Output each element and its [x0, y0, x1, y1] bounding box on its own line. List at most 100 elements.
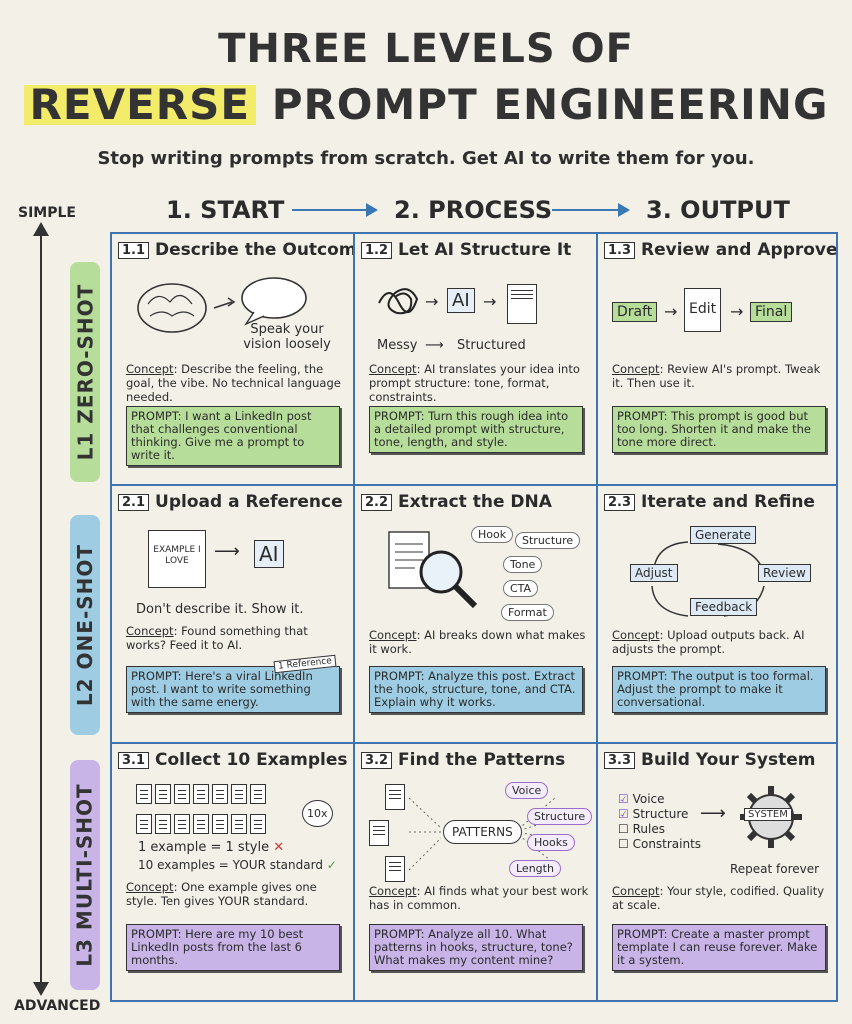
- axis-bottom-label: ADVANCED: [14, 998, 101, 1014]
- cell-1-1: 1.1 Describe the Outcome Speak your visio…: [112, 234, 353, 484]
- level-label: L3 MULTI-SHOT: [73, 783, 97, 967]
- arrow-right-icon: →: [664, 302, 678, 321]
- step-title: Upload a Reference: [155, 492, 343, 512]
- document-icon: [369, 820, 389, 846]
- tag: Structure: [527, 808, 593, 825]
- label-messy: Messy: [377, 338, 418, 353]
- arrow-right-icon: ⟶: [214, 541, 240, 562]
- cell-3-2: 3.2 Find the Patterns PATTERNS Voice Stru…: [355, 744, 596, 1000]
- draft-box: Draft: [612, 302, 658, 322]
- caption: Speak your vision loosely: [243, 322, 331, 352]
- scribble-icon: [378, 288, 419, 315]
- title-rest: PROMPT ENGINEERING: [271, 80, 829, 129]
- axis-top-label: SIMPLE: [18, 205, 76, 221]
- loop-step: Review: [758, 564, 811, 582]
- step-title: Let AI Structure It: [398, 240, 572, 260]
- matrix-grid: 1.1 Describe the Outcome Speak your visio…: [110, 232, 838, 1002]
- step-number: 2.3: [604, 493, 636, 511]
- patterns-node: PATTERNS: [443, 820, 522, 844]
- caption: Don't describe it. Show it.: [136, 602, 304, 617]
- prompt-box: PROMPT: Turn this rough idea into a deta…: [369, 406, 583, 453]
- check-icon: ✓: [326, 858, 337, 872]
- arrow-down-icon: [33, 982, 49, 996]
- prompt-box: PROMPT: This prompt is good but too long…: [612, 406, 826, 453]
- title-line-1: THREE LEVELS OF: [218, 26, 634, 72]
- concept-text: : AI breaks down what makes it work.: [369, 628, 586, 656]
- prompt-box: PROMPT: Analyze this post. Extract the h…: [369, 666, 583, 713]
- label-structured: Structured: [457, 338, 526, 353]
- line-one: 1 example = 1 style ✕: [138, 840, 285, 855]
- concept-key: Concept: [126, 624, 174, 638]
- level-label: L2 ONE-SHOT: [73, 543, 97, 707]
- concept-text: : AI finds what your best work has in co…: [369, 884, 589, 912]
- edit-box: Edit: [684, 288, 722, 332]
- checklist: ☑ Voice ☑ Structure ☐ Rules ☐ Constraint…: [618, 792, 702, 851]
- line-two: 10 examples = YOUR standard ✓: [138, 858, 337, 872]
- level-badge-l3: L3 MULTI-SHOT: [70, 760, 100, 990]
- step-title: Describe the Outcome: [155, 240, 353, 260]
- column-head-output: 3. OUTPUT: [646, 196, 790, 224]
- vertical-axis: [40, 228, 42, 988]
- cell-3-3: 3.3 Build Your System ☑ Voice ☑ Structure…: [598, 744, 836, 1000]
- cross-icon: ✕: [273, 840, 285, 855]
- title-line-2: REVERSE PROMPT ENGINEERING: [0, 80, 852, 129]
- arrow-right-icon: ⟶: [700, 803, 726, 824]
- document-icon: [385, 856, 405, 882]
- loop-step: Generate: [690, 526, 757, 544]
- final-box: Final: [750, 302, 793, 322]
- step-number: 1.3: [604, 241, 636, 259]
- arrow-right-icon: [552, 203, 630, 217]
- concept-text: : Review AI's prompt. Tweak it. Then use…: [612, 362, 821, 390]
- level-badge-l1: L1 ZERO-SHOT: [70, 262, 100, 482]
- arrow-right-icon: →: [425, 292, 439, 311]
- system-label: SYSTEM: [744, 808, 792, 821]
- step-title: Build Your System: [641, 750, 816, 770]
- step-number: 2.2: [361, 493, 393, 511]
- document-icon: [507, 284, 537, 324]
- concept-key: Concept: [126, 880, 174, 894]
- repeat-label: Repeat forever: [730, 862, 820, 876]
- ai-box: AI: [447, 288, 475, 313]
- step-number: 3.2: [361, 751, 393, 769]
- ai-box: AI: [254, 540, 284, 568]
- prompt-box: PROMPT: Create a master prompt template …: [612, 924, 826, 971]
- concept-key: Concept: [369, 628, 417, 642]
- tag: Format: [501, 604, 554, 621]
- step-number: 3.1: [118, 751, 150, 769]
- subtitle: Stop writing prompts from scratch. Get A…: [97, 148, 755, 169]
- brain-speech-illustration: [137, 277, 307, 333]
- example-card: EXAMPLE I LOVE: [148, 530, 206, 588]
- tag: Voice: [505, 782, 549, 799]
- step-number: 1.2: [361, 241, 393, 259]
- step-title: Collect 10 Examples: [155, 750, 348, 770]
- concept-text: : One example gives one style. Ten gives…: [126, 880, 317, 908]
- step-number: 2.1: [118, 493, 150, 511]
- concept-text: : Your style, codified. Quality at scale…: [612, 884, 825, 912]
- concept-key: Concept: [126, 362, 174, 376]
- concept-text: : Upload outputs back. AI adjusts the pr…: [612, 628, 805, 656]
- concept-key: Concept: [612, 362, 660, 376]
- column-head-process: 2. PROCESS: [394, 196, 553, 224]
- checkbox-empty-icon: ☐: [618, 822, 629, 836]
- prompt-box: PROMPT: I want a LinkedIn post that chal…: [126, 406, 340, 466]
- step-number: 1.1: [118, 241, 150, 259]
- step-title: Extract the DNA: [398, 492, 552, 512]
- step-title: Find the Patterns: [398, 750, 566, 770]
- arrow-right-icon: →: [483, 292, 497, 311]
- checkbox-empty-icon: ☐: [618, 837, 629, 851]
- step-title: Review and Approve: [641, 240, 836, 260]
- concept-text: : Describe the feeling, the goal, the vi…: [126, 362, 341, 404]
- level-badge-l2: L2 ONE-SHOT: [70, 515, 100, 735]
- cell-2-1: 2.1 Upload a Reference EXAMPLE I LOVE ⟶ A…: [112, 486, 353, 742]
- prompt-box: PROMPT: The output is too formal. Adjust…: [612, 666, 826, 713]
- step-number: 3.3: [604, 751, 636, 769]
- magnifier-document-icon: [388, 531, 478, 609]
- arrow-right-icon: ⟶: [425, 338, 444, 353]
- loop-step: Feedback: [690, 598, 758, 616]
- prompt-box: PROMPT: Here are my 10 best LinkedIn pos…: [126, 924, 340, 971]
- prompt-box: PROMPT: Analyze all 10. What patterns in…: [369, 924, 583, 971]
